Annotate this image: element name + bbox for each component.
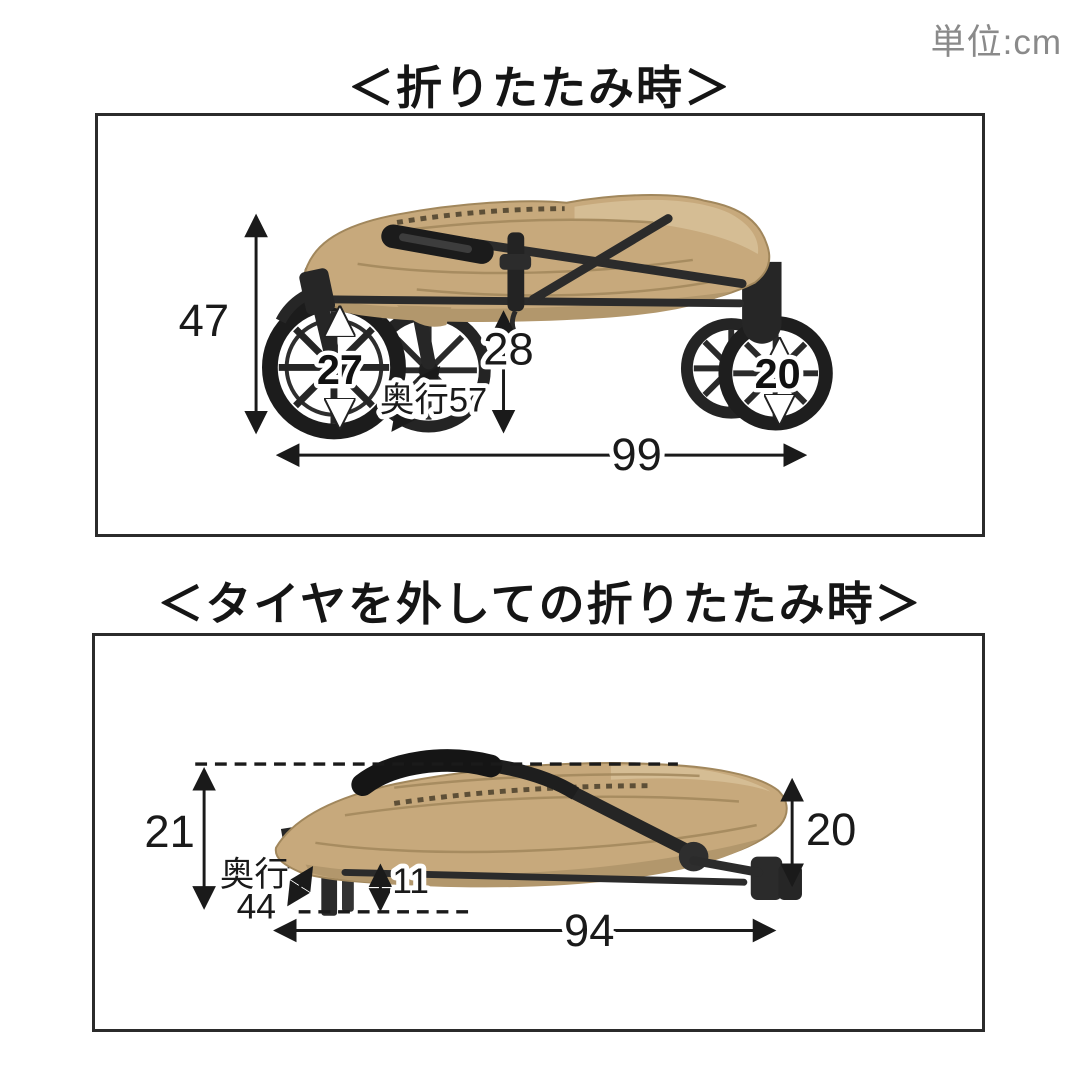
folded-no-tires-diagram: 21 奥行 44 11 20 94 — [144, 749, 856, 961]
basket-pouch — [397, 305, 452, 327]
depth-label: 奥行 — [220, 856, 289, 894]
panel-folded-no-tires: 21 奥行 44 11 20 94 — [92, 633, 985, 1032]
leg-height-value: 11 — [392, 861, 429, 901]
cross-bar-short — [528, 214, 673, 304]
length-value: 94 — [564, 905, 614, 956]
length-value: 99 — [611, 429, 661, 480]
handle-tube — [565, 785, 695, 858]
depth-arrow — [287, 865, 314, 907]
left-bracket — [299, 268, 336, 315]
fold-line — [344, 795, 740, 817]
right-stub — [750, 856, 783, 900]
panel1-title: ＜折りたたみ時＞ — [348, 62, 732, 114]
front-wheel-value: 27 — [317, 347, 363, 393]
rear-height-value: 20 — [806, 804, 856, 855]
height-value: 21 — [144, 806, 194, 857]
right-stub-back — [778, 864, 802, 900]
panel-folded: 47 27 28 奥行57 20 99 — [95, 113, 985, 537]
underbody-value: 28 — [483, 323, 533, 374]
handle-grip-highlight — [399, 233, 472, 254]
stroller-no-tires-illustration — [274, 749, 802, 916]
stroller-folded-illustration — [261, 194, 833, 440]
rear-bar — [689, 856, 764, 877]
depth-arrow — [391, 366, 441, 432]
post-clamp — [499, 254, 532, 270]
fold-line — [416, 278, 723, 297]
center-post — [507, 232, 525, 312]
seam-zipper — [396, 206, 565, 225]
bottom-rail — [341, 868, 748, 886]
unit-label: 単位:cm — [930, 23, 1062, 62]
folded-stroller-diagram: 47 27 28 奥行57 20 99 — [179, 194, 833, 485]
depth-value: 44 — [237, 887, 276, 927]
depth-value: 奥行57 — [380, 382, 487, 420]
fold-line — [387, 218, 654, 234]
rear-wheel-value: 20 — [755, 351, 801, 397]
panel2-title: ＜タイヤを外しての折りたたみ時＞ — [157, 578, 923, 630]
height-value: 47 — [179, 295, 229, 346]
canopy-highlight — [610, 765, 771, 792]
fold-line — [315, 823, 757, 854]
canopy-highlight — [574, 199, 759, 255]
